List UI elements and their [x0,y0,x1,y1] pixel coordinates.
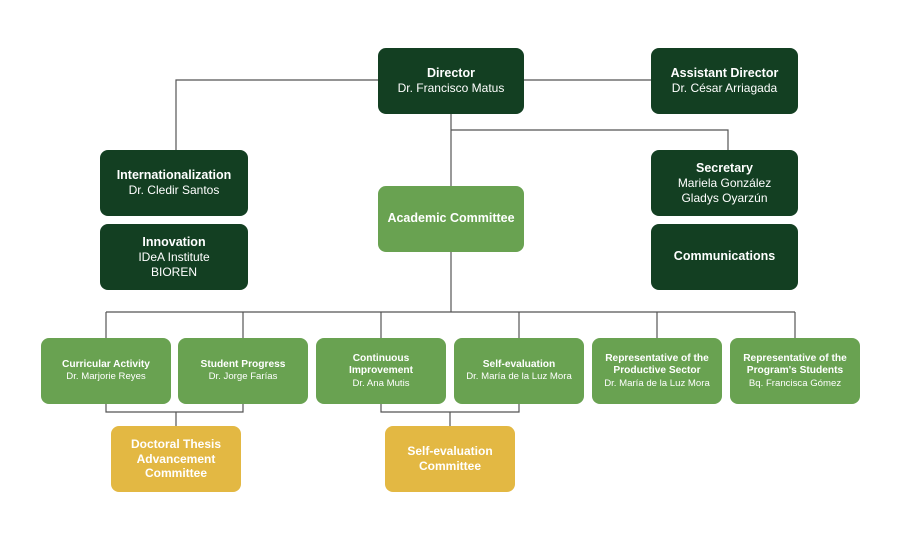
innovation-line-2: BIOREN [150,264,197,279]
self-evaluation-name: Dr. María de la Luz Mora [466,371,572,383]
communications-title: Communications [673,249,776,264]
continuous-improvement-title: Continuous Improvement [349,352,413,377]
secretary-line-1: Mariela González [677,176,772,190]
secretary-box: Secretary Mariela González Gladys Oyarzú… [651,150,798,216]
communications-box: Communications [651,224,798,290]
assistant-director-box: Assistant Director Dr. César Arriagada [651,48,798,114]
students-representative-title: Representative of the Program's Students [743,352,847,377]
director-name: Dr. Francisco Matus [397,81,505,96]
self-evaluation-title: Self-evaluation [482,358,556,370]
students-representative-box: Representative of the Program's Students… [730,338,860,404]
connector-director-secretary [451,129,729,150]
internationalization-title: Internationalization [116,168,232,183]
assistant-director-name: Dr. César Arriagada [671,81,778,96]
director-title: Director [427,66,475,81]
doctoral-thesis-committee-title: Doctoral Thesis Advancement Committee [130,437,222,481]
connector-director-internationalization [175,79,378,150]
students-representative-name: Bq. Francisca Gómez [748,377,842,389]
innovation-box: Innovation IDeA Institute BIOREN [100,224,248,290]
secretary-line-2: Gladys Oyarzún [681,190,768,205]
productive-sector-title: Representative of the Productive Sector [605,352,709,377]
curricular-activity-name: Dr. Marjorie Reyes [66,371,146,383]
director-box: Director Dr. Francisco Matus [378,48,524,114]
innovation-title: Innovation [142,234,206,249]
student-progress-name: Dr. Jorge Farías [208,371,278,383]
student-progress-box: Student Progress Dr. Jorge Farías [178,338,308,404]
self-evaluation-committee-box: Self-evaluation Committee [385,426,515,492]
student-progress-title: Student Progress [200,358,286,370]
assistant-director-title: Assistant Director [670,66,779,81]
connector-progress-doctoral [105,404,244,426]
secretary-title: Secretary [696,160,753,175]
internationalization-box: Internationalization Dr. Cledir Santos [100,150,248,216]
academic-committee-box: Academic Committee [378,186,524,252]
productive-sector-name: Dr. María de la Luz Mora [604,377,710,389]
curricular-activity-title: Curricular Activity [62,358,150,370]
innovation-line-1: IDeA Institute [138,250,210,264]
doctoral-thesis-committee-box: Doctoral Thesis Advancement Committee [111,426,241,492]
curricular-activity-box: Curricular Activity Dr. Marjorie Reyes [41,338,171,404]
self-evaluation-committee-title: Self-evaluation Committee [407,444,493,473]
academic-committee-title: Academic Committee [387,211,515,226]
self-evaluation-box: Self-evaluation Dr. María de la Luz Mora [454,338,584,404]
internationalization-name: Dr. Cledir Santos [128,183,220,198]
continuous-improvement-box: Continuous Improvement Dr. Ana Mutis [316,338,446,404]
connector-improvement-self-eval-committee [380,404,520,426]
productive-sector-box: Representative of the Productive Sector … [592,338,722,404]
continuous-improvement-name: Dr. Ana Mutis [352,377,410,389]
